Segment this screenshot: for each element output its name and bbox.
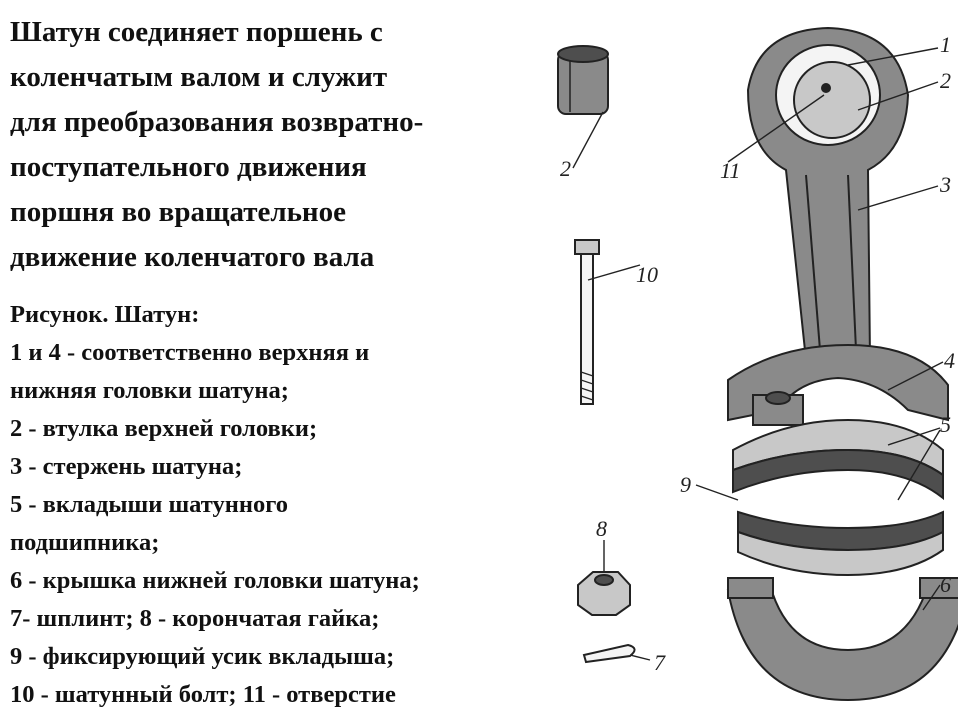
caption-line: 1 и 4 - соответственно верхняя и [10,339,370,366]
upper-bearing-shell-part [732,418,944,501]
caption-line: 10 - шатунный болт; 11 - отверстие [10,681,396,708]
caption-line: 5 - вкладыши шатунного [10,491,288,518]
callout-2-top: 2 [940,68,951,93]
callout-4: 4 [944,348,955,373]
callout-9: 9 [680,472,691,497]
caption-title: Рисунок. Шатун: [10,301,200,328]
callout-8: 8 [596,516,607,541]
bushing-part [557,45,609,115]
caption-line: подшипника; [10,529,160,556]
cap-part [726,577,958,702]
callout-11: 11 [720,158,740,183]
caption-line: 6 - крышка нижней головки шатуна; [10,567,420,594]
callout-1: 1 [940,32,951,57]
connecting-rod-diagram: 1 2 2 11 3 10 4 5 9 8 6 7 [557,26,958,702]
caption-line: 2 - втулка верхней головки; [10,415,318,442]
intro-text: Шатун соединяет поршень с коленчатым вал… [10,16,424,273]
bolt-part [574,239,600,405]
callout-6: 6 [940,572,951,597]
caption-line: 3 - стержень шатуна; [10,453,243,480]
callout-5: 5 [940,412,951,437]
caption-line: 9 - фиксирующий усик вкладыша; [10,643,395,670]
caption-line: нижняя головки шатуна; [10,377,289,404]
callout-2-left: 2 [560,156,571,181]
castle-nut-part [577,571,631,616]
callout-7: 7 [654,650,666,675]
callout-10: 10 [636,262,658,287]
callout-3: 3 [939,172,951,197]
lower-bearing-shell-part [737,510,944,577]
cotter-pin-part [582,643,636,664]
connecting-rod-part [727,26,949,426]
figure-caption: Рисунок. Шатун: 1 и 4 - соответственно в… [10,296,550,714]
caption-line: 7- шплинт; 8 - корончатая гайка; [10,605,380,632]
